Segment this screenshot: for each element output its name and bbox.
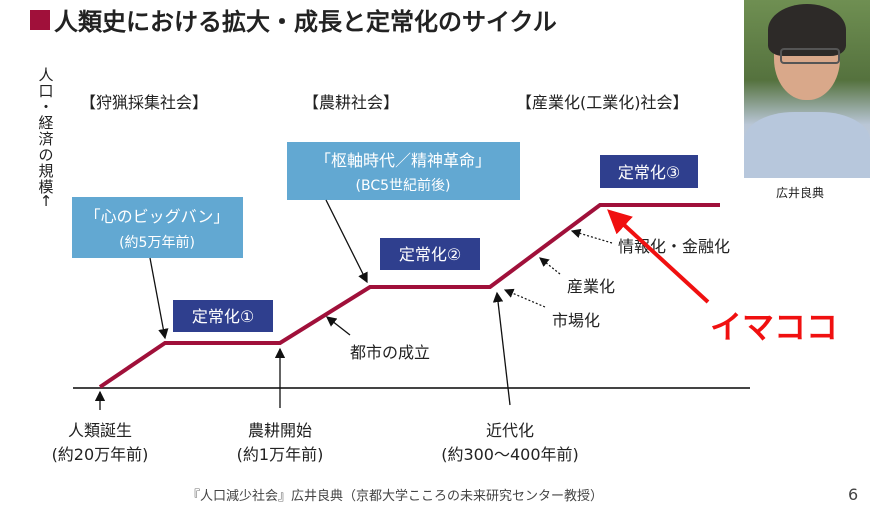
svg-text:(BC5世紀前後): (BC5世紀前後) bbox=[356, 177, 451, 194]
svg-text:済: 済 bbox=[38, 130, 53, 148]
svg-text:人: 人 bbox=[38, 66, 53, 84]
plateau-3-label: 定常化③ bbox=[600, 155, 698, 188]
era-industrial: 【産業化(工業化)社会】 bbox=[516, 93, 689, 112]
svg-text:経: 経 bbox=[38, 114, 53, 132]
svg-text:(約5万年前): (約5万年前) bbox=[119, 234, 195, 251]
svg-text:↑: ↑ bbox=[40, 192, 53, 210]
svg-text:(約1万年前): (約1万年前) bbox=[237, 445, 324, 464]
arrow-now bbox=[607, 209, 710, 304]
arrow-info bbox=[570, 228, 613, 244]
svg-text:の: の bbox=[38, 146, 53, 164]
slide-title: 人類史における拡大・成長と定常化のサイクル bbox=[54, 8, 557, 36]
page-number: 6 bbox=[848, 485, 858, 504]
footer-citation: 『人口減少社会』広井良典（京都大学こころの未来研究センター教授） bbox=[187, 488, 603, 504]
svg-text:「心のビッグバン」: 「心のビッグバン」 bbox=[85, 207, 230, 226]
svg-text:(約300〜400年前): (約300〜400年前) bbox=[441, 445, 579, 464]
label-city: 都市の成立 bbox=[350, 343, 430, 362]
arrow-city bbox=[325, 316, 351, 336]
svg-text:定常化③: 定常化③ bbox=[618, 163, 680, 182]
svg-text:人類誕生: 人類誕生 bbox=[68, 421, 132, 440]
photo-caption: 広井良典 bbox=[776, 185, 824, 200]
arrow-big-bang bbox=[149, 257, 169, 340]
arrow-market bbox=[503, 288, 546, 308]
author-photo bbox=[744, 0, 870, 178]
arrow-axial-age bbox=[325, 199, 368, 284]
svg-text:規: 規 bbox=[38, 162, 53, 180]
era-agricultural: 【農耕社会】 bbox=[303, 93, 399, 112]
svg-text:(約20万年前): (約20万年前) bbox=[52, 445, 149, 464]
label-industry: 産業化 bbox=[567, 277, 615, 296]
label-now: イマココ bbox=[710, 308, 838, 346]
svg-text:定常化①: 定常化① bbox=[192, 307, 254, 326]
milestone-labels: 人類誕生 (約20万年前) 農耕開始 (約1万年前) 近代化 (約300〜400… bbox=[52, 421, 579, 464]
era-hunter-gatherer: 【狩猟採集社会】 bbox=[80, 93, 208, 112]
y-axis-label: 人 口 ・ 経 済 の 規 模 ↑ bbox=[38, 66, 53, 210]
growth-curve bbox=[98, 203, 720, 389]
label-market: 市場化 bbox=[552, 311, 600, 330]
callout-big-bang: 「心のビッグバン」 (約5万年前) bbox=[72, 197, 243, 258]
label-info: 情報化・金融化 bbox=[618, 237, 730, 256]
svg-text:農耕開始: 農耕開始 bbox=[248, 421, 312, 440]
svg-text:口: 口 bbox=[38, 82, 53, 100]
title-marker bbox=[30, 10, 50, 30]
svg-text:模: 模 bbox=[38, 178, 53, 196]
plateau-2-label: 定常化② bbox=[380, 238, 480, 270]
svg-text:・: ・ bbox=[38, 98, 53, 116]
svg-text:定常化②: 定常化② bbox=[399, 245, 461, 264]
plateau-1-label: 定常化① bbox=[173, 300, 273, 332]
callout-axial-age: 「枢軸時代／精神革命」 (BC5世紀前後) bbox=[287, 142, 520, 200]
arrow-modernization bbox=[492, 291, 511, 406]
svg-text:近代化: 近代化 bbox=[486, 421, 534, 440]
arrow-industry bbox=[539, 257, 561, 275]
svg-text:「枢軸時代／精神革命」: 「枢軸時代／精神革命」 bbox=[315, 151, 491, 170]
